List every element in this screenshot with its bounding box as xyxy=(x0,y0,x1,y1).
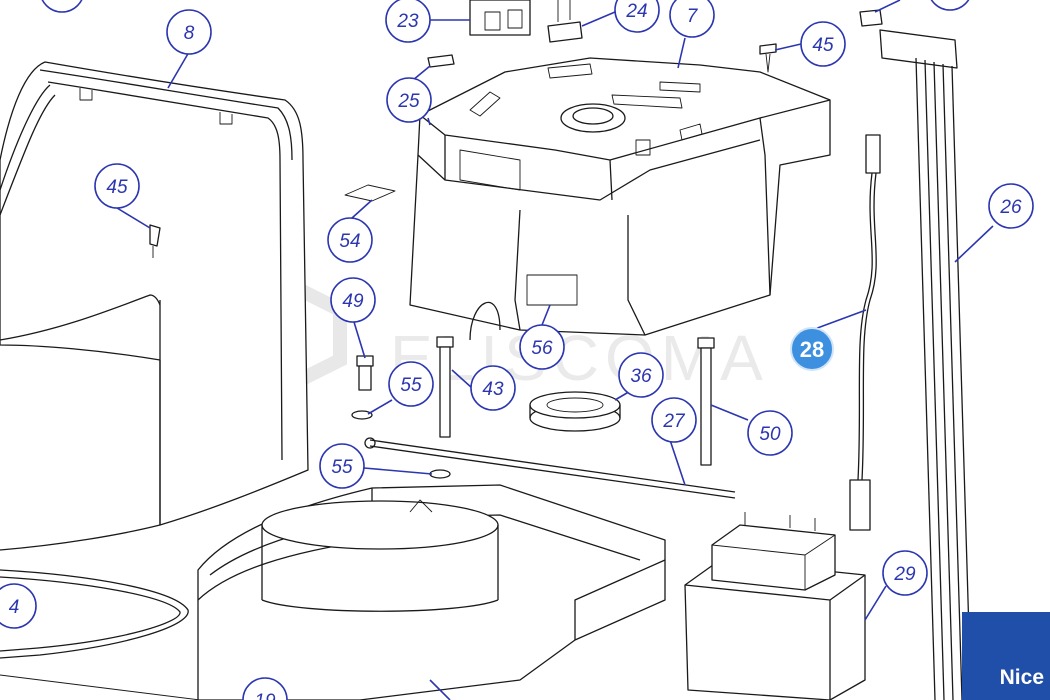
part-26-ribbon-cable xyxy=(859,9,972,700)
svg-text:29: 29 xyxy=(893,564,916,585)
callout-45-left[interactable]: 45 xyxy=(94,163,140,209)
callout-7[interactable]: 7 xyxy=(669,0,715,38)
part-36-ring xyxy=(529,391,621,432)
part-4-base-ring xyxy=(0,569,201,700)
part-55-washer-b xyxy=(429,469,451,479)
callout-55-lower[interactable]: 55 xyxy=(319,443,365,489)
svg-text:55: 55 xyxy=(400,375,422,396)
svg-text:50: 50 xyxy=(759,424,781,445)
callout-23[interactable]: 23 xyxy=(385,0,431,43)
callout-43[interactable]: 43 xyxy=(470,365,516,411)
part-50-rod xyxy=(697,337,715,466)
callout-27[interactable]: 27 xyxy=(651,397,697,443)
callout-4[interactable]: 4 xyxy=(0,583,37,629)
callout-19[interactable]: 19 xyxy=(242,677,288,700)
callout-8[interactable]: 8 xyxy=(166,9,212,55)
part-7-cover xyxy=(409,57,831,341)
svg-text:54: 54 xyxy=(339,231,360,252)
callout-29[interactable]: 29 xyxy=(882,550,928,596)
part-25-pin xyxy=(427,54,455,68)
svg-text:25: 25 xyxy=(397,91,420,112)
callout-28-highlighted[interactable]: 28 xyxy=(790,327,834,371)
svg-text:43: 43 xyxy=(482,379,504,400)
svg-text:45: 45 xyxy=(812,35,834,56)
svg-text:27: 27 xyxy=(662,411,686,432)
callout-54[interactable]: 54 xyxy=(327,217,373,263)
part-55-washer-a xyxy=(351,410,373,420)
callout-25[interactable]: 25 xyxy=(386,77,432,123)
svg-text:4: 4 xyxy=(9,597,20,618)
callout-55-upper[interactable]: 55 xyxy=(388,361,434,407)
part-43-rod xyxy=(436,336,454,438)
part-23-connector xyxy=(469,0,531,36)
callout-45-top[interactable]: 45 xyxy=(800,21,846,67)
callout-49[interactable]: 49 xyxy=(330,277,376,323)
svg-text:23: 23 xyxy=(396,11,419,32)
callout-partial-top-right xyxy=(930,0,970,11)
svg-text:24: 24 xyxy=(625,1,647,22)
svg-text:7: 7 xyxy=(687,6,699,27)
svg-text:45: 45 xyxy=(106,177,128,198)
part-19-base-housing xyxy=(197,484,666,700)
part-8-housing-shell xyxy=(0,61,309,551)
leader-lines xyxy=(116,0,994,700)
svg-text:26: 26 xyxy=(999,197,1022,218)
part-27-cable xyxy=(364,437,736,499)
part-54-label xyxy=(344,184,396,202)
svg-text:8: 8 xyxy=(184,23,195,44)
callout-24[interactable]: 24 xyxy=(614,0,660,33)
part-28-wire xyxy=(849,134,881,531)
callout-26[interactable]: 26 xyxy=(988,183,1034,229)
svg-text:49: 49 xyxy=(342,291,364,312)
callout-50[interactable]: 50 xyxy=(747,410,793,456)
callout-partial-top-left xyxy=(41,0,83,13)
brand-logo-text: Nice xyxy=(999,666,1044,689)
svg-text:28: 28 xyxy=(800,337,824,362)
brand-logo-badge: Nice xyxy=(962,612,1050,700)
svg-text:55: 55 xyxy=(331,457,353,478)
part-24-terminal xyxy=(547,0,583,43)
callout-36[interactable]: 36 xyxy=(618,352,664,398)
callout-56[interactable]: 56 xyxy=(519,324,565,370)
part-45-screw-top xyxy=(759,43,777,73)
svg-text:56: 56 xyxy=(531,338,553,359)
part-49-bolt xyxy=(356,355,374,391)
svg-text:36: 36 xyxy=(630,366,652,387)
svg-text:19: 19 xyxy=(254,691,276,700)
part-29-transformer xyxy=(684,512,866,700)
